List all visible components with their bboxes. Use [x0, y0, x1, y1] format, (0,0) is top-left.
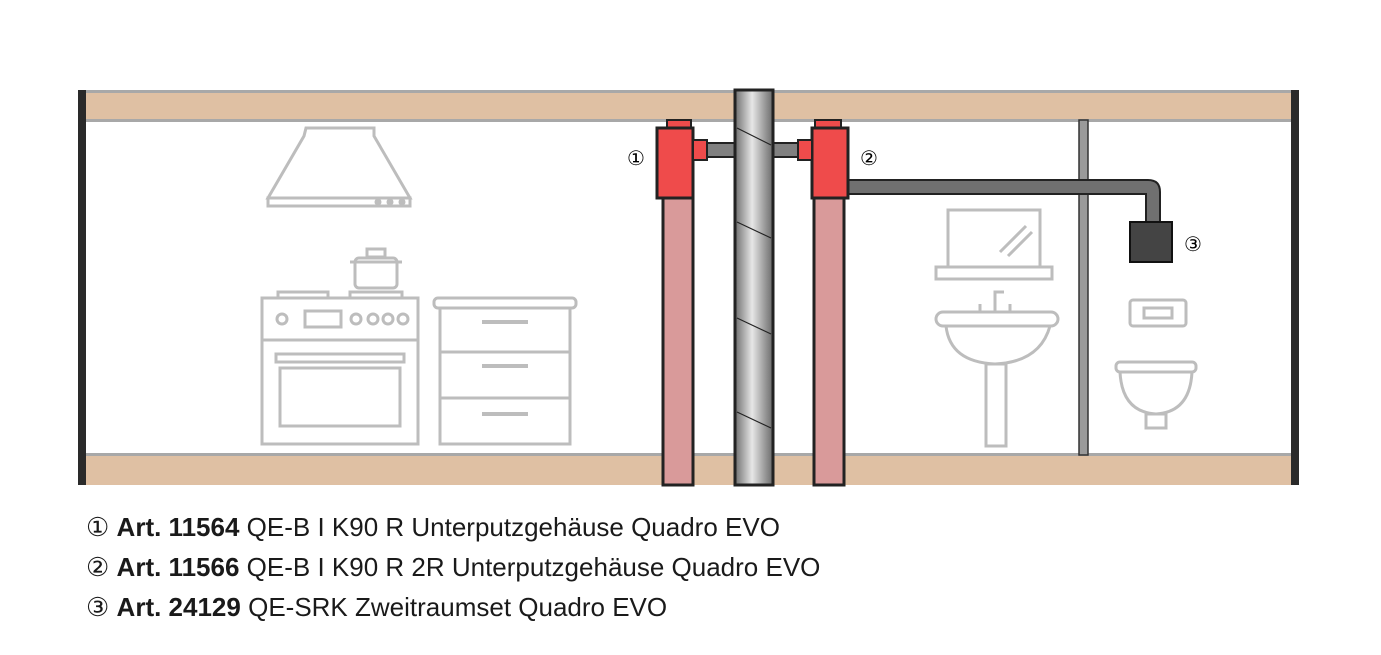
- kitchen-cabinet: [432, 296, 578, 446]
- housing-2: [797, 119, 850, 200]
- article-number: Art. 11566: [116, 552, 240, 582]
- marker-2: ②: [860, 148, 878, 170]
- legend-item-2: ② Art. 11566 QE-B I K90 R 2R Unterputzge…: [86, 552, 820, 583]
- marker-1: ①: [627, 148, 645, 170]
- ceiling-slab: [82, 90, 1296, 122]
- washbasin: [934, 290, 1060, 448]
- housing-1: [655, 119, 708, 200]
- legend-marker: ①: [86, 512, 110, 542]
- left-wall: [78, 90, 86, 485]
- second-room-fan: [1129, 221, 1173, 263]
- range-hood: [265, 126, 413, 208]
- legend-marker: ②: [86, 552, 110, 582]
- marker-3: ③: [1184, 234, 1202, 256]
- right-wall: [1291, 90, 1299, 485]
- toilet: [1114, 360, 1198, 430]
- exhaust-shaft: [733, 88, 775, 487]
- stove: [260, 247, 420, 446]
- article-description: QE-B I K90 R 2R Unterputzgehäuse Quadro …: [246, 552, 821, 582]
- legend-marker: ③: [86, 592, 110, 622]
- partition-wall: [1078, 119, 1089, 456]
- flush-plate: [1128, 298, 1188, 328]
- legend-item-1: ① Art. 11564 QE-B I K90 R Unterputzgehäu…: [86, 512, 780, 543]
- article-description: QE-B I K90 R Unterputzgehäuse Quadro EVO: [246, 512, 780, 542]
- mirror: [934, 208, 1054, 281]
- legend-item-3: ③ Art. 24129 QE-SRK Zweitraumset Quadro …: [86, 592, 667, 623]
- article-number: Art. 24129: [116, 592, 241, 622]
- article-number: Art. 11564: [116, 512, 240, 542]
- article-description: QE-SRK Zweitraumset Quadro EVO: [248, 592, 668, 622]
